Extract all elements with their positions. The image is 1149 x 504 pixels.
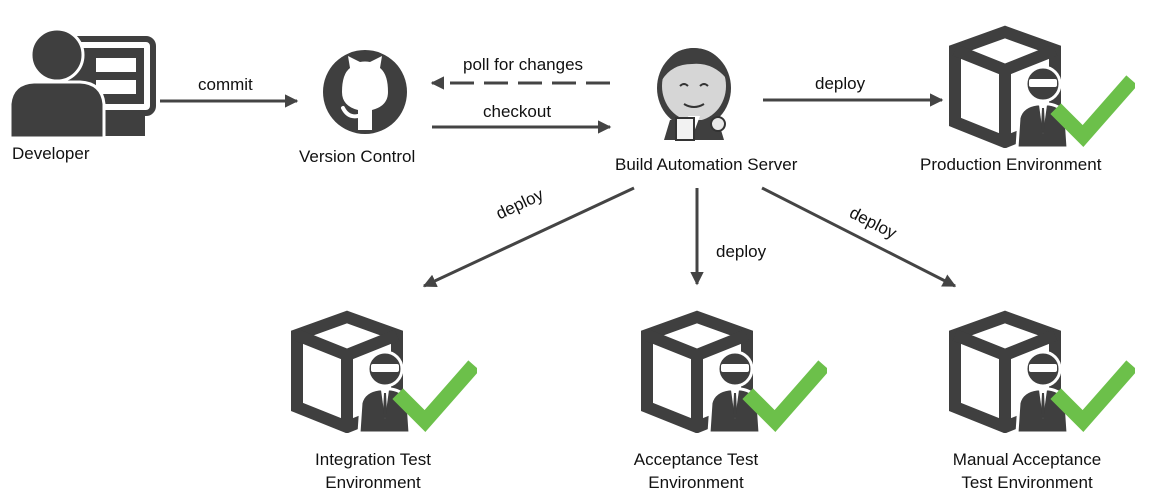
manual-label-line2: Test Environment (961, 473, 1093, 492)
production-environment-icon (955, 32, 1127, 148)
commit-edge-label: commit (198, 75, 253, 94)
manual-label-line1: Manual Acceptance (952, 450, 1102, 469)
jenkins-butler-icon (657, 48, 731, 141)
acceptance-label-line1: Acceptance Test (633, 450, 759, 469)
deploy-integration-arrow (422, 186, 635, 288)
acceptance-label-line2: Environment (648, 473, 744, 492)
github-octocat-icon (323, 50, 407, 134)
integration-environment-icon (297, 317, 469, 433)
deploy-acceptance-edge-label: deploy (716, 242, 767, 261)
deploy-production-edge-label: deploy (815, 74, 866, 93)
developer-workstation-icon (8, 27, 156, 140)
production-environment-label: Production Environment (920, 155, 1102, 174)
acceptance-environment-label: Acceptance Test Environment (596, 448, 796, 494)
poll-edge-label: poll for changes (463, 55, 584, 74)
checkout-edge-label: checkout (483, 102, 552, 121)
manual-acceptance-environment-label: Manual Acceptance Test Environment (927, 448, 1127, 494)
integration-environment-label: Integration Test Environment (273, 448, 473, 494)
version-control-label: Version Control (299, 147, 416, 166)
acceptance-environment-icon (647, 317, 819, 433)
manual-acceptance-environment-icon (955, 317, 1127, 433)
developer-label: Developer (12, 144, 90, 163)
integration-label-line1: Integration Test (315, 450, 431, 469)
integration-label-line2: Environment (325, 473, 421, 492)
deploy-manual-arrow (761, 186, 957, 288)
build-server-label: Build Automation Server (615, 155, 798, 174)
